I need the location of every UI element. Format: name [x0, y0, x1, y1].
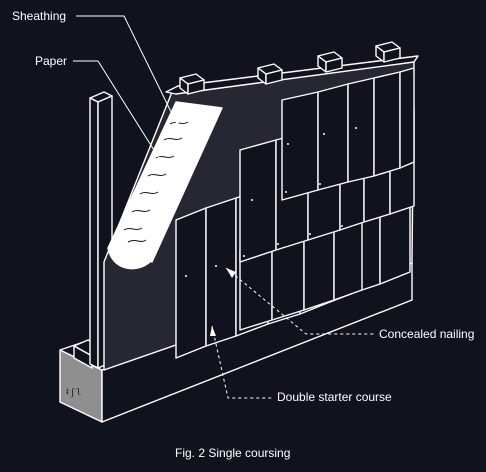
top-course-shingles [281, 67, 415, 201]
double-starter-course-label: Double starter course [277, 390, 392, 404]
wall-stud [89, 91, 113, 369]
starter-course-shingles [239, 213, 363, 331]
rafter-blocks [179, 41, 401, 95]
concealed-nailing-leader [225, 267, 376, 335]
paper-label: Paper [35, 54, 68, 68]
leader-lines [73, 15, 376, 399]
paper-layer [107, 101, 223, 270]
starter-course-leader [211, 325, 274, 399]
svg-text:ǂ ʃ ʅ: ǂ ʃ ʅ [66, 387, 81, 398]
concealed-nailing-label: Concealed nailing [379, 327, 475, 341]
sheathing-label: Sheathing [12, 9, 67, 23]
top-plate [165, 55, 419, 95]
sheathing-leader [76, 15, 179, 127]
figure-caption: Fig. 2 Single coursing [175, 446, 291, 460]
paper-leader [73, 60, 175, 183]
nail-dots [185, 127, 357, 277]
